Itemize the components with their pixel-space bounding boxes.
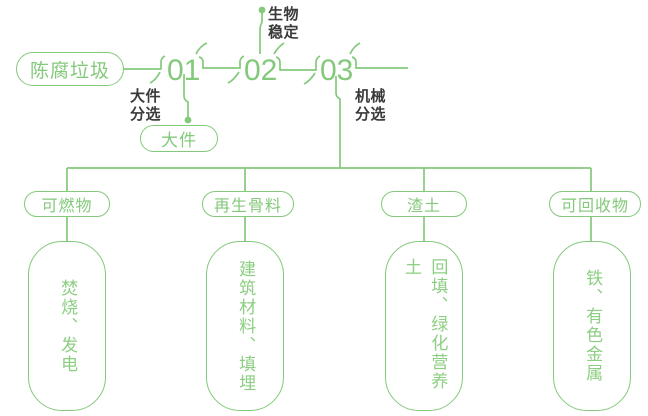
outcome-box-combustible[interactable]: 焚烧、发电	[28, 241, 106, 411]
outcome-box-recycled-aggregate[interactable]: 建筑材料、填埋	[206, 241, 284, 411]
arc-03-right	[349, 42, 361, 55]
arc-01-right	[195, 42, 208, 55]
arc-01-left	[149, 71, 161, 84]
wire-02-to-bio	[259, 12, 263, 54]
node-bulky-output[interactable]: 大件	[140, 125, 218, 152]
wire-01-to-02	[198, 55, 245, 69]
node-source-waste[interactable]: 陈腐垃圾	[16, 52, 124, 86]
dot-bulky	[184, 116, 192, 124]
outcome-text-recyclables: 铁、有色金属	[582, 269, 603, 383]
wire-01-to-bulky	[183, 74, 189, 118]
process-label-biological-stabilization: 生物 稳定	[268, 6, 300, 41]
node-category-recyclables[interactable]: 可回收物	[549, 191, 641, 217]
node-category-recycled-aggregate[interactable]: 再生骨料	[202, 191, 294, 217]
outcome-box-recyclables[interactable]: 铁、有色金属	[553, 241, 631, 411]
outcome-text-slag-soil: 回填、绿化营养土	[401, 258, 448, 391]
arc-03-left	[303, 72, 316, 85]
outcome-box-slag-soil[interactable]: 回填、绿化营养土	[385, 241, 463, 411]
stage-number-01[interactable]: 01	[167, 54, 201, 87]
arc-02-left	[227, 71, 240, 84]
node-category-slag-soil[interactable]: 渣土	[381, 191, 467, 217]
node-category-combustible[interactable]: 可燃物	[24, 191, 110, 217]
wire-root-to-01	[124, 55, 166, 70]
wire-03-tail	[351, 56, 408, 69]
wire-03-to-bus	[335, 76, 341, 168]
outcome-text-combustible: 焚烧、发电	[57, 278, 78, 374]
dot-bio	[258, 6, 266, 14]
stage-number-02[interactable]: 02	[244, 54, 278, 87]
wire-02-to-03	[275, 55, 321, 71]
arc-02-right	[273, 42, 285, 55]
process-label-bulky-sorting: 大件 分选	[130, 88, 162, 123]
process-label-mechanical-sorting: 机械 分选	[355, 88, 387, 123]
outcome-text-recycled-aggregate: 建筑材料、填埋	[235, 259, 256, 393]
stage-number-03[interactable]: 03	[320, 54, 354, 87]
